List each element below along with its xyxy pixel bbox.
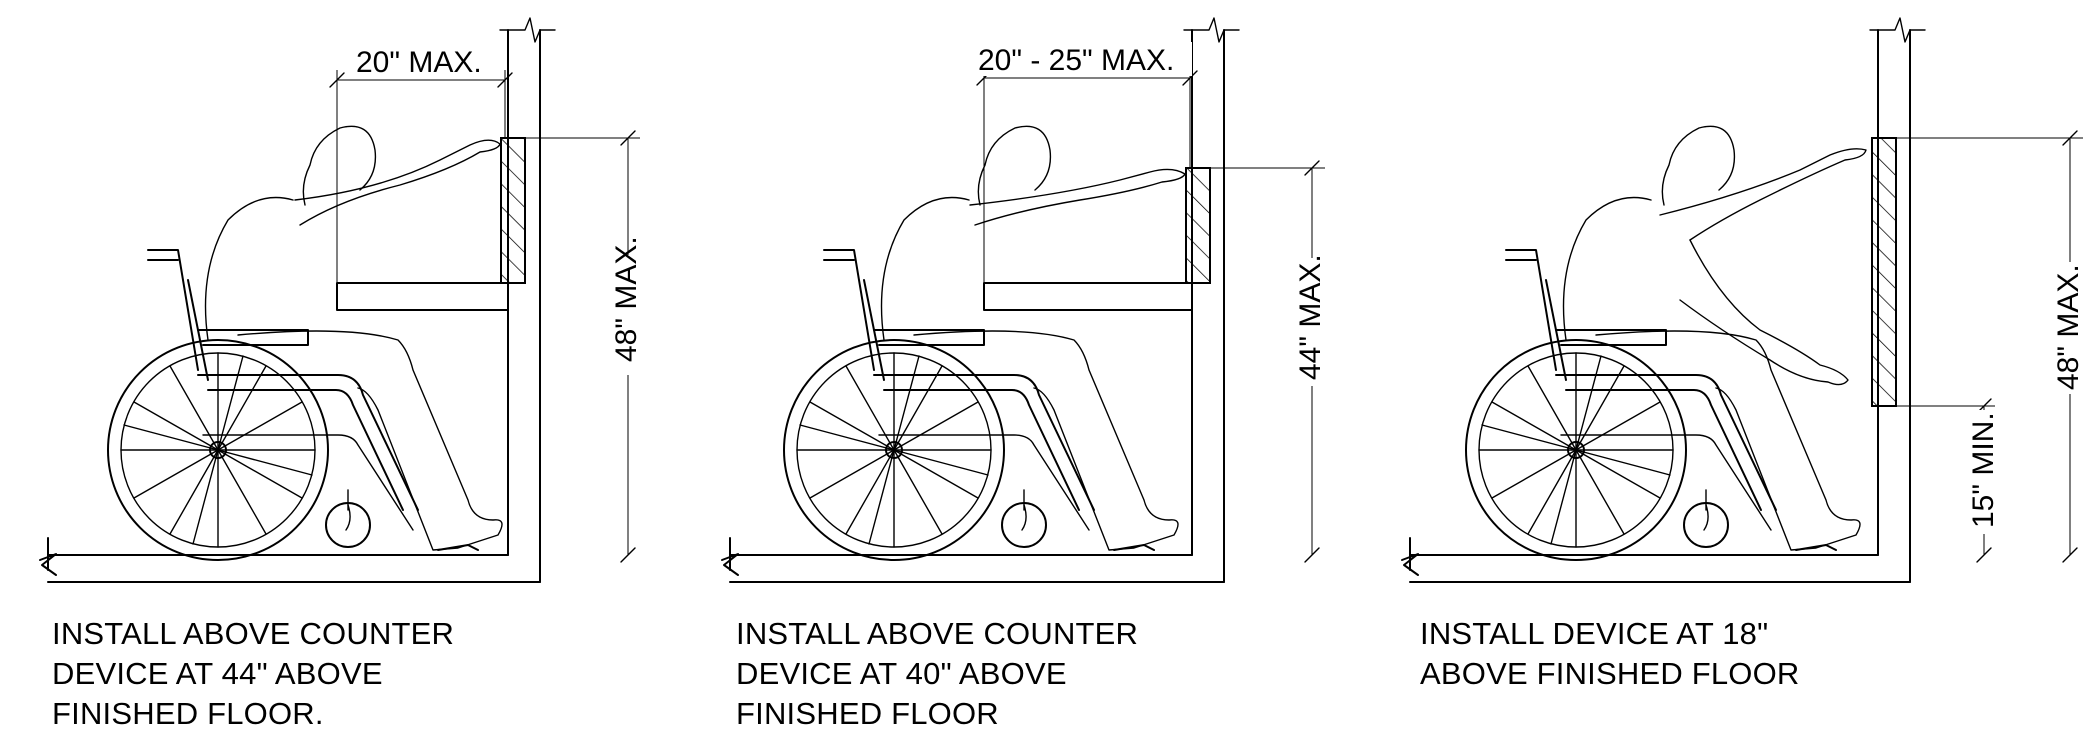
- panel-above-counter-40: 20" - 25" MAX. 44" MAX.: [721, 17, 1332, 583]
- caption-panel-2: INSTALL ABOVE COUNTER DEVICE AT 40" ABOV…: [736, 614, 1138, 734]
- height-dimension-label: 44" MAX.: [1294, 254, 1327, 380]
- caption-line: FINISHED FLOOR.: [52, 696, 324, 731]
- reach-device: [1185, 167, 1211, 284]
- caption-line: INSTALL ABOVE COUNTER: [52, 616, 455, 651]
- caption-line: INSTALL ABOVE COUNTER: [736, 616, 1139, 651]
- height-dimension-label: 48" MAX.: [610, 236, 643, 362]
- caption-line: FINISHED FLOOR: [736, 696, 999, 731]
- caption-line: DEVICE AT 40" ABOVE: [736, 656, 1067, 691]
- caption-panel-3: INSTALL DEVICE AT 18" ABOVE FINISHED FLO…: [1420, 614, 1800, 694]
- caption-line: ABOVE FINISHED FLOOR: [1420, 656, 1800, 691]
- caption-panel-1: INSTALL ABOVE COUNTER DEVICE AT 44" ABOV…: [52, 614, 454, 734]
- reach-device: [500, 137, 526, 284]
- reach-device: [1871, 137, 1897, 407]
- panel-above-counter-44: 20" MAX. 48" MAX.: [39, 17, 648, 583]
- caption-line: DEVICE AT 44" ABOVE: [52, 656, 383, 691]
- min-dimension-label: 15" MIN.: [1967, 412, 2000, 528]
- reach-dimension-label: 20" - 25" MAX.: [978, 44, 1174, 77]
- panel-side-reach-18: 48" MAX. 15" MIN.: [1401, 17, 2083, 583]
- reach-dimension-label: 20" MAX.: [356, 46, 482, 79]
- caption-line: INSTALL DEVICE AT 18": [1420, 616, 1769, 651]
- height-dimension-label: 48" MAX.: [2052, 264, 2083, 390]
